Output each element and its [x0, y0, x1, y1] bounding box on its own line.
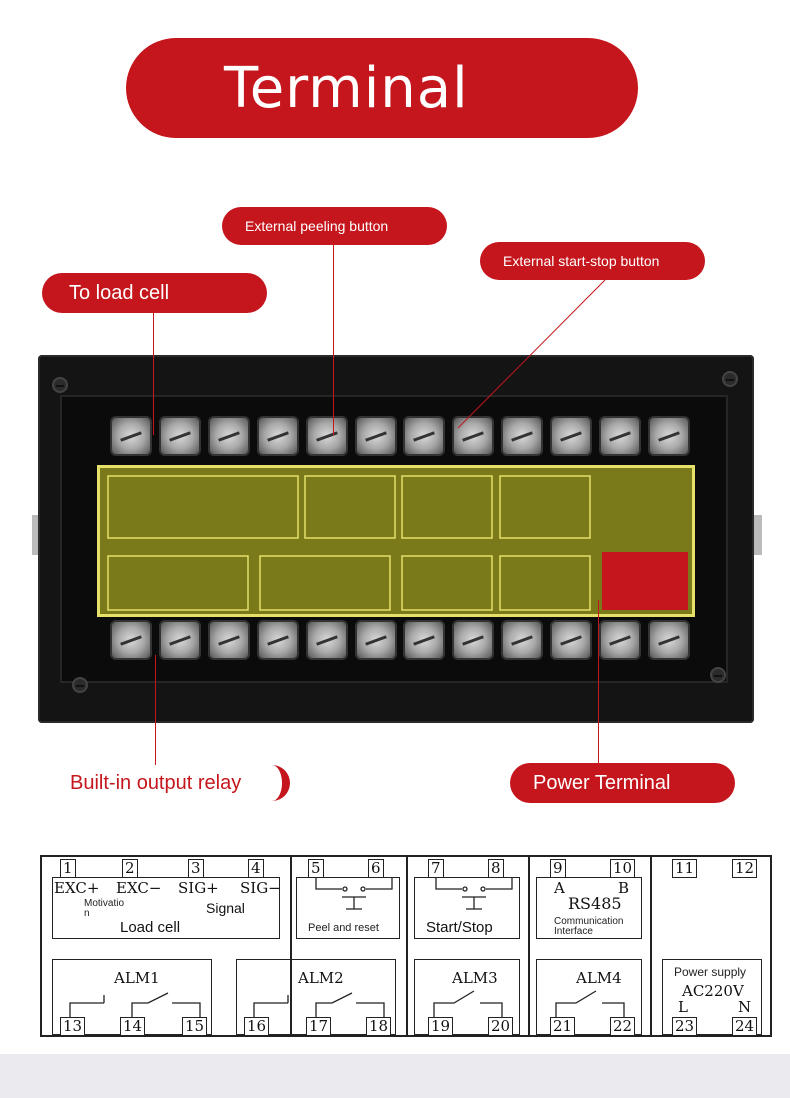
terminal-number: 7 — [428, 859, 444, 878]
relay-switch-icon — [253, 992, 385, 1017]
terminal-number: 18 — [366, 1017, 392, 1036]
panel-markings — [107, 475, 688, 611]
rs485-a-label: A — [554, 879, 565, 897]
terminal-screw-icon — [452, 620, 495, 660]
terminal-label-panel — [97, 465, 695, 617]
terminal-number: 9 — [550, 859, 566, 878]
alm1-label: ALM1 — [114, 969, 160, 987]
terminal-screw-icon — [599, 416, 642, 456]
terminal-number: 17 — [306, 1017, 332, 1036]
terminal-number: 12 — [732, 859, 758, 878]
terminal-screw-icon — [647, 416, 690, 456]
page-title-text: Terminal — [224, 55, 469, 121]
power-supply-label: Power supply — [674, 965, 747, 979]
terminal-number: 8 — [488, 859, 504, 878]
terminal-number: 23 — [672, 1017, 698, 1036]
terminal-screw-icon — [158, 620, 201, 660]
terminal-number: 20 — [488, 1017, 514, 1036]
terminal-number: 1 — [60, 859, 76, 878]
terminal-number: 4 — [248, 859, 264, 878]
terminal-number: 13 — [60, 1017, 86, 1036]
sig-minus-label: SIG− — [240, 879, 281, 897]
terminal-number: 15 — [182, 1017, 208, 1036]
terminal-number: 24 — [732, 1017, 758, 1036]
signal-label: Signal — [206, 900, 245, 916]
screw-icon — [72, 677, 88, 693]
leader-line — [153, 313, 154, 435]
terminal-screw-icon — [110, 620, 152, 660]
load-cell-label: Load cell — [120, 919, 181, 936]
power-l-label: L — [678, 998, 688, 1016]
terminal-number: 3 — [188, 859, 204, 878]
alm4-label: ALM4 — [576, 969, 622, 987]
footer-band — [0, 1054, 790, 1098]
terminal-number: 6 — [368, 859, 384, 878]
leader-line — [598, 600, 599, 763]
terminal-screw-icon — [305, 416, 348, 456]
terminal-row-bottom — [110, 620, 690, 660]
screw-icon — [710, 667, 726, 683]
wiring-diagram: 1 2 3 4 5 6 7 8 9 10 11 12 EXC+ EXC− SIG… — [40, 855, 772, 1037]
push-button-icon — [315, 877, 393, 910]
relay-switch-icon — [69, 992, 201, 1017]
terminal-number: 21 — [550, 1017, 576, 1036]
motivation-label: Motivatio n — [84, 898, 125, 919]
rs485-label: RS485 — [568, 894, 622, 913]
leader-line-diagonal — [457, 279, 606, 429]
exc-minus-label: EXC− — [116, 879, 162, 897]
terminal-screw-icon — [550, 620, 593, 660]
start-stop-label: Start/Stop — [426, 919, 493, 936]
terminal-screw-icon — [550, 416, 593, 456]
terminal-screw-icon — [256, 620, 299, 660]
power-n-label: N — [738, 998, 752, 1016]
terminal-number: 11 — [672, 859, 698, 878]
relay-switch-icon — [433, 990, 503, 1017]
comm-interface-label: Communication Interface — [554, 916, 624, 937]
relay-switch-icon — [555, 990, 625, 1017]
peel-reset-label: Peel and reset — [308, 922, 379, 934]
rs485-b-label: B — [618, 879, 630, 897]
terminal-screw-icon — [354, 416, 397, 456]
terminal-number: 22 — [610, 1017, 636, 1036]
page-title: Terminal — [126, 38, 638, 138]
sig-plus-label: SIG+ — [178, 879, 219, 897]
leader-line — [155, 655, 156, 765]
ac220v-label: AC220V — [682, 982, 744, 1000]
terminal-screw-icon — [403, 416, 446, 456]
alm2-label: ALM2 — [298, 969, 344, 987]
terminal-number: 10 — [610, 859, 636, 878]
terminal-number: 2 — [122, 859, 138, 878]
terminal-number: 5 — [308, 859, 324, 878]
terminal-screw-icon — [403, 620, 446, 660]
leader-line — [333, 245, 334, 435]
terminal-screw-icon — [207, 620, 250, 660]
callout-start-stop-button: External start-stop button — [480, 242, 705, 280]
push-button-icon — [435, 877, 513, 910]
device-side-tab-left — [32, 515, 42, 555]
terminal-screw-icon — [452, 416, 495, 456]
terminal-screw-icon — [501, 416, 544, 456]
device-side-tab-right — [752, 515, 762, 555]
alm3-label: ALM3 — [452, 969, 498, 987]
terminal-number: 16 — [244, 1017, 270, 1036]
callout-load-cell: To load cell — [42, 273, 267, 313]
terminal-screw-icon — [647, 620, 690, 660]
callout-output-relay: Built-in output relay — [60, 765, 290, 801]
terminal-screw-icon — [354, 620, 397, 660]
exc-plus-label: EXC+ — [54, 879, 100, 897]
terminal-number: 19 — [428, 1017, 454, 1036]
terminal-row-top — [110, 416, 690, 456]
screw-icon — [52, 377, 68, 393]
terminal-screw-icon — [599, 620, 642, 660]
callout-peel-button: External peeling button — [222, 207, 447, 245]
terminal-screw-icon — [501, 620, 544, 660]
terminal-screw-icon — [305, 620, 348, 660]
terminal-screw-icon — [110, 416, 152, 456]
screw-icon — [722, 371, 738, 387]
terminal-screw-icon — [256, 416, 299, 456]
terminal-screw-icon — [158, 416, 201, 456]
terminal-number: 14 — [120, 1017, 146, 1036]
terminal-screw-icon — [207, 416, 250, 456]
callout-power-terminal: Power Terminal — [510, 763, 735, 803]
